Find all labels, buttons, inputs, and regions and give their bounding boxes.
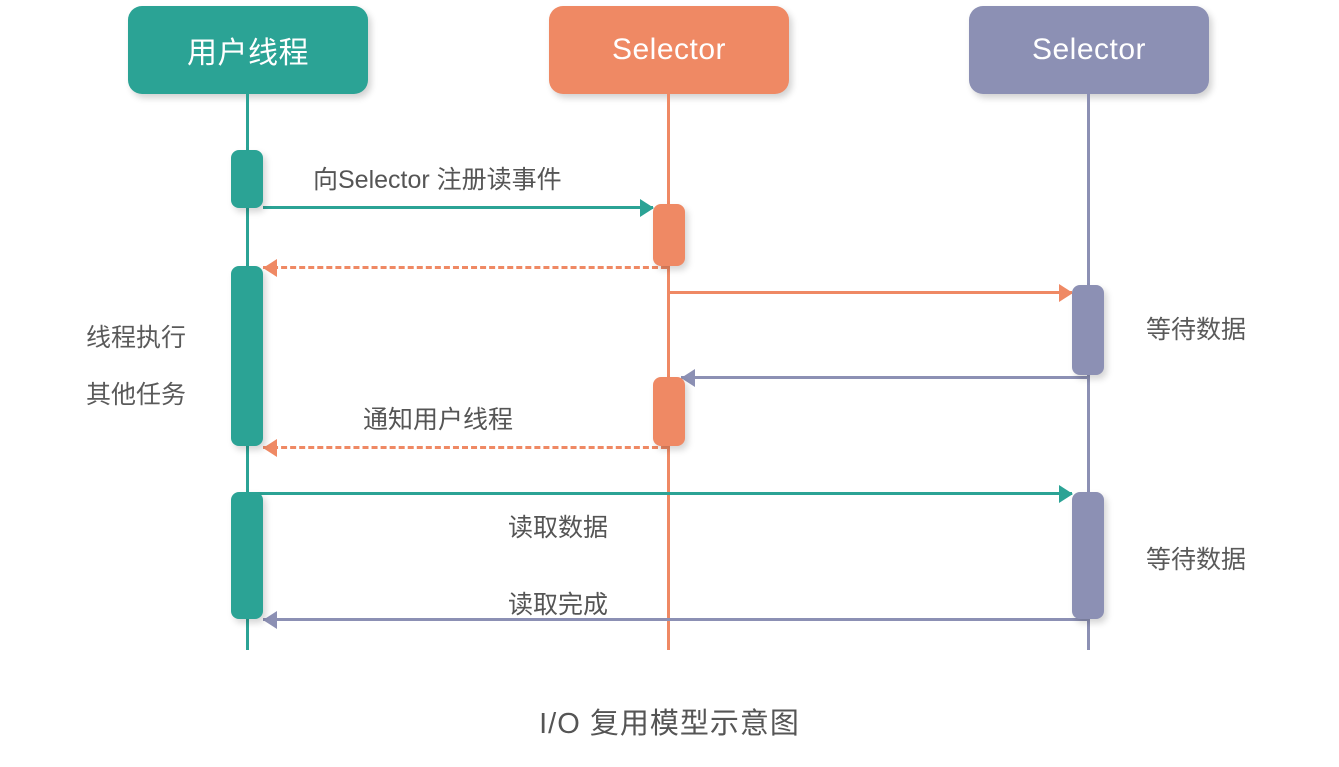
message-label-read-complete: 读取完成: [508, 591, 609, 619]
note-waiting-data-2: 等待数据: [1146, 546, 1247, 574]
message-line-read-complete: [263, 618, 1087, 621]
kernel-activation-2[interactable]: [1072, 492, 1104, 619]
participant-selector[interactable]: Selector: [549, 6, 789, 94]
arrow-head-notify-user-thread: [263, 439, 277, 457]
arrow-head-selector-poll-kernel: [1059, 284, 1073, 302]
message-line-notify-user-thread: [263, 446, 667, 449]
selector-lifeline: [667, 94, 670, 650]
arrow-head-register-read-event: [640, 199, 654, 217]
message-line-register-read-event: [263, 206, 653, 209]
user-activation-2[interactable]: [231, 266, 263, 446]
note-waiting-data-1: 等待数据: [1146, 316, 1247, 344]
participant-selector-label: Selector: [611, 33, 727, 66]
participant-kernel-selector[interactable]: Selector: [969, 6, 1209, 94]
selector-activation-1[interactable]: [653, 204, 685, 266]
diagram-caption: I/O 复用模型示意图: [539, 708, 800, 740]
arrow-head-register-ack: [263, 259, 277, 277]
participant-user-thread-label: 用户线程: [187, 37, 309, 70]
note-thread-executes-line2: 其他任务: [86, 381, 187, 409]
kernel-activation-1[interactable]: [1072, 285, 1104, 375]
message-line-selector-poll-kernel: [667, 291, 1072, 294]
message-label-notify-user-thread: 通知用户线程: [363, 406, 514, 434]
note-thread-executes-line1: 线程执行: [86, 324, 187, 352]
participant-kernel-selector-label: Selector: [1031, 33, 1147, 66]
user-activation-1[interactable]: [231, 150, 263, 208]
message-line-read-data: [246, 492, 1072, 495]
message-line-kernel-data-ready: [681, 376, 1087, 379]
arrow-head-read-data: [1059, 485, 1073, 503]
selector-activation-2[interactable]: [653, 377, 685, 446]
user-activation-3[interactable]: [231, 492, 263, 619]
message-line-register-ack: [263, 266, 667, 269]
message-label-register-read-event: 向Selector 注册读事件: [313, 166, 562, 194]
participant-user-thread[interactable]: 用户线程: [128, 6, 368, 94]
message-label-read-data: 读取数据: [508, 514, 609, 542]
arrow-head-read-complete: [263, 611, 277, 629]
